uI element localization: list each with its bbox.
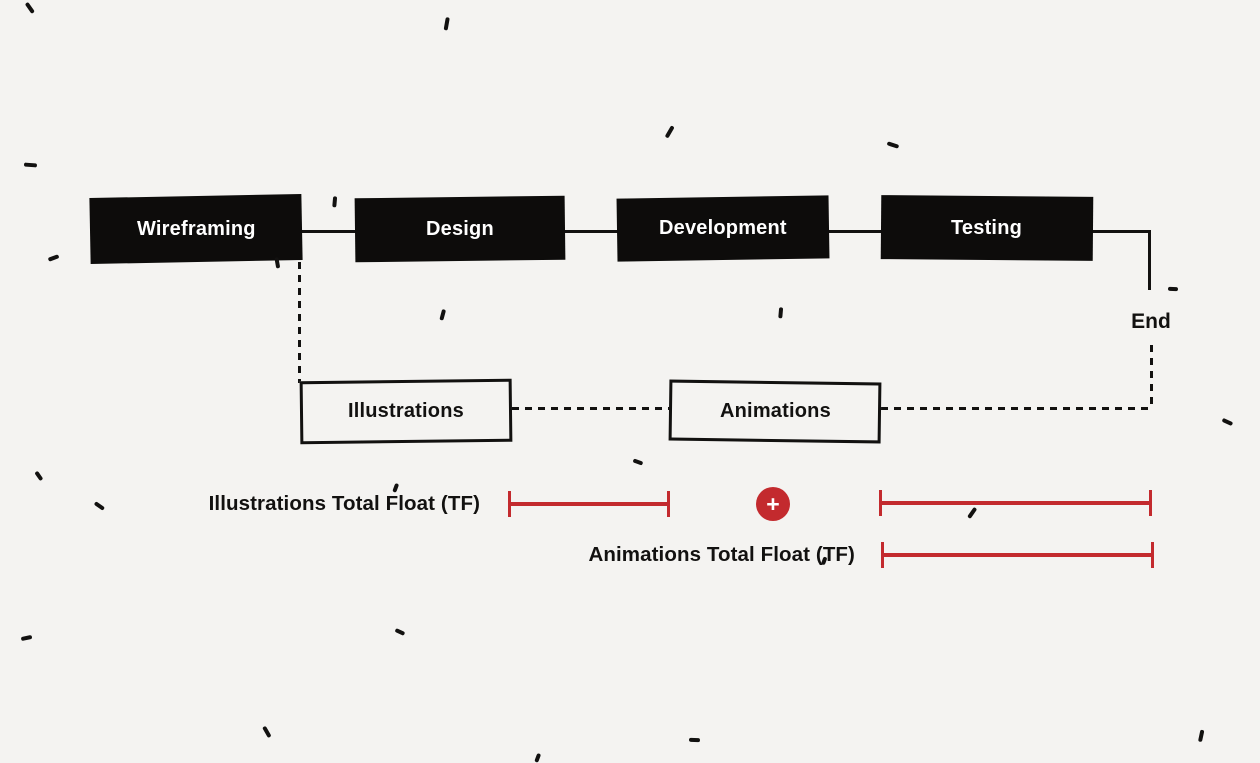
- decorative-tick: [443, 17, 450, 31]
- dashed-link-animations-end: [881, 407, 1152, 410]
- connector-testing-end-vertical: [1148, 230, 1151, 290]
- dashed-link-illustrations-animations: [512, 407, 669, 410]
- tf-bar-line: [884, 553, 1151, 557]
- connector-design-development: [564, 230, 619, 233]
- decorative-tick: [1221, 417, 1234, 426]
- decorative-tick: [20, 634, 33, 641]
- node-design: Design: [354, 195, 566, 263]
- task-illustrations-label: Illustrations: [348, 400, 464, 423]
- connector-development-testing: [828, 230, 883, 233]
- task-illustrations: Illustrations: [299, 378, 513, 445]
- node-wireframing-label: Wireframing: [136, 217, 256, 240]
- connector-testing-end-horizontal: [1092, 230, 1150, 233]
- end-label: End: [1131, 310, 1171, 333]
- tf-bar-line: [882, 501, 1149, 505]
- node-design-label: Design: [426, 217, 494, 240]
- decorative-tick: [34, 470, 44, 481]
- decorative-tick: [23, 162, 38, 168]
- node-wireframing: Wireframing: [89, 193, 303, 265]
- dashed-link-end-vertical: [1150, 345, 1153, 409]
- decorative-tick: [778, 307, 783, 319]
- decorative-tick: [394, 628, 406, 636]
- illustrations-tf-bar-segment-2: [879, 490, 1152, 516]
- decorative-tick: [632, 458, 644, 466]
- decorative-tick: [439, 309, 446, 321]
- task-animations-label: Animations: [719, 400, 831, 422]
- task-animations: Animations: [668, 379, 882, 444]
- decorative-tick: [332, 196, 337, 208]
- decorative-tick: [1197, 729, 1205, 743]
- node-testing: Testing: [880, 195, 1094, 261]
- illustrations-tf-bar-segment-1: [508, 491, 670, 517]
- animations-tf-bar: [881, 542, 1154, 568]
- decorative-tick: [664, 125, 675, 139]
- decorative-tick: [262, 725, 272, 738]
- dashed-link-wireframing-illustrations: [298, 262, 301, 383]
- node-development-label: Development: [659, 217, 787, 240]
- decorative-tick: [25, 1, 35, 14]
- decorative-tick: [47, 254, 60, 262]
- decorative-tick: [688, 737, 701, 742]
- node-testing-label: Testing: [951, 216, 1023, 239]
- decorative-tick: [1167, 286, 1179, 291]
- illustrations-total-float-label: Illustrations Total Float (TF): [208, 492, 480, 515]
- decorative-tick: [886, 141, 900, 149]
- animations-total-float-label: Animations Total Float (TF): [588, 543, 855, 566]
- node-development: Development: [616, 195, 830, 262]
- tf-bar-line: [511, 502, 667, 506]
- decorative-tick: [93, 501, 106, 511]
- connector-wireframing-design: [301, 230, 357, 233]
- plus-icon: +: [756, 487, 790, 521]
- decorative-tick: [534, 752, 541, 763]
